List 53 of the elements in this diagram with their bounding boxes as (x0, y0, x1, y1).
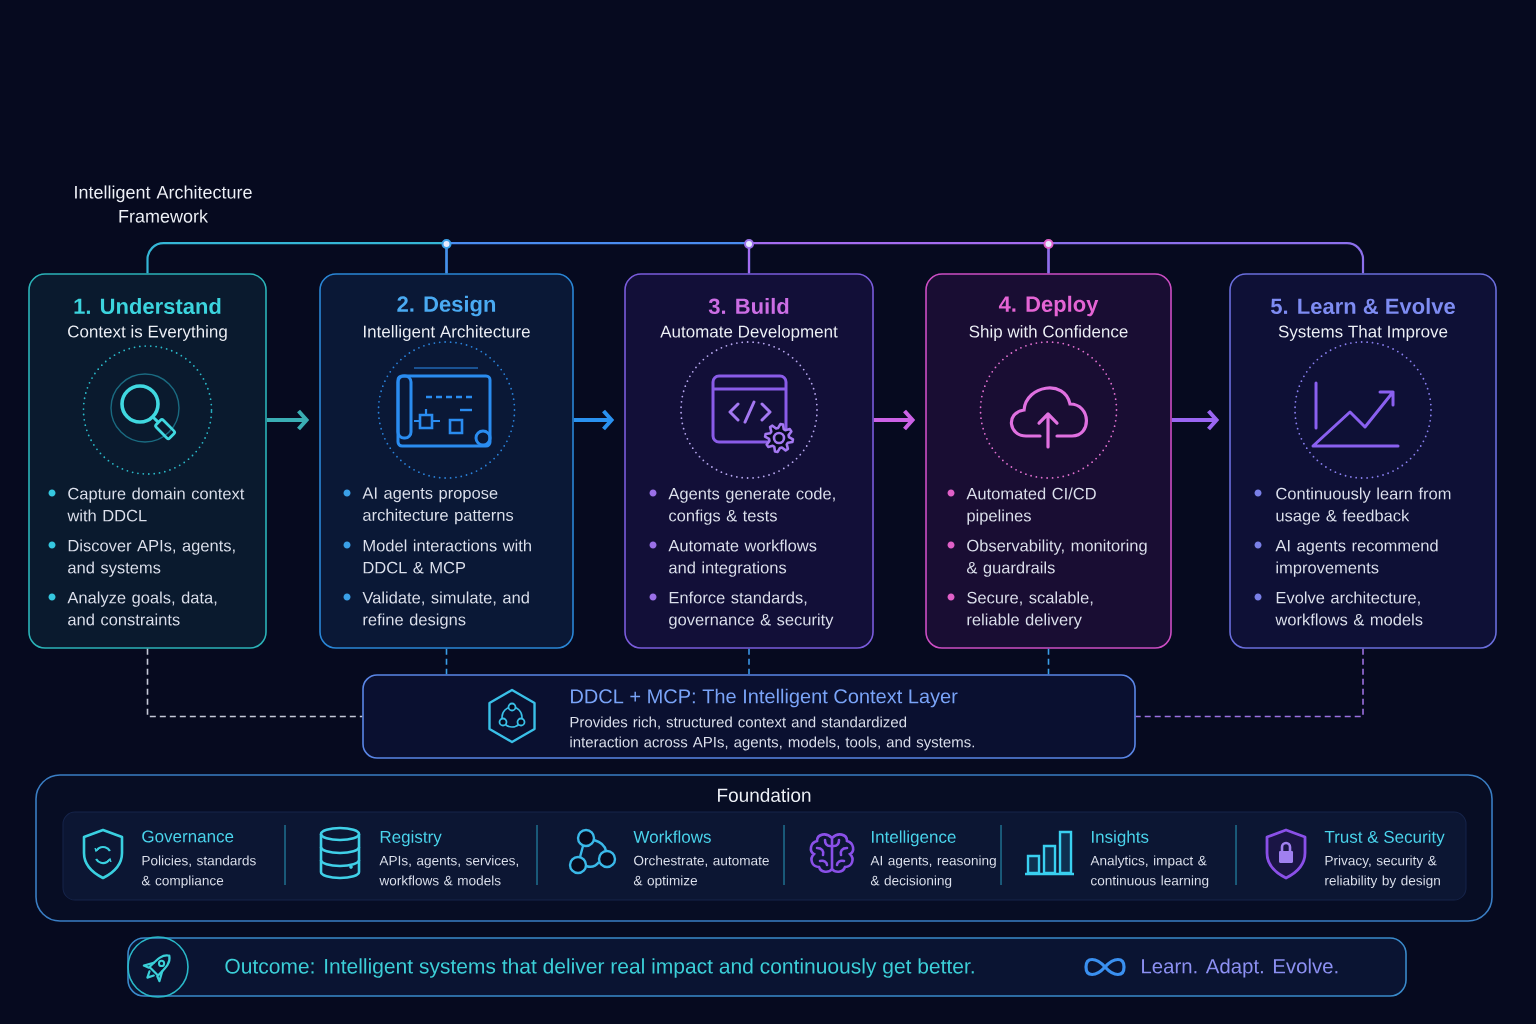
item-description: Privacy, security & reliability by design (1325, 855, 1440, 889)
step-subtitle: Context is Everything (68, 325, 227, 341)
bullet-text: Model interactions with DDCL & MCP (363, 539, 531, 574)
item-description: Analytics, impact & continuous learning (1090, 855, 1209, 889)
item-heading: Intelligence (872, 830, 956, 847)
bullet-text: Observability, monitoring & guardrails (967, 539, 1147, 577)
step-subtitle: Systems That Improve (1278, 325, 1448, 341)
bullet-text: Automated CI/CD pipelines (966, 487, 1096, 525)
item-description: Policies, standards & compliance (141, 855, 256, 889)
arrow (573, 409, 615, 431)
item-heading: Governance (142, 830, 234, 843)
bullet-text: Enforce standards, governance & security (669, 591, 834, 629)
step-title: 4. Deploy (998, 295, 1099, 317)
bullet-text: Capture domain context with DDCL (67, 487, 245, 522)
panel-heading: Foundation (718, 788, 811, 802)
dashed-line (1135, 648, 1364, 718)
motto-text: Learn. Adapt. Evolve. (1142, 958, 1338, 978)
item-heading: Insights (1092, 830, 1149, 847)
bullet-text: Evolve architecture, workflows & models (1275, 591, 1423, 626)
bullet-text: Agents generate code, configs & tests (668, 487, 835, 525)
bullet-text: Continuously learn from usage & feedback (1276, 487, 1451, 525)
bullet-text: Analyze goals, data, and constraints (67, 591, 217, 626)
dashed-line (146, 648, 363, 718)
bullet-text: Validate, simulate, and refine designs (362, 591, 529, 629)
item-description: APIs, agents, services, workflows & models (379, 855, 518, 886)
arrow (266, 409, 310, 431)
item-heading: Registry (380, 830, 442, 847)
layer-description: Provides rich, structured context and standardized interaction across APIs, agents, models, tools, and systems. (570, 716, 974, 751)
bullet-text: Secure, scalable, reliable delivery (967, 591, 1093, 629)
dashed-line (1047, 648, 1050, 675)
arrow (1171, 409, 1220, 431)
dashed-line (748, 648, 750, 675)
bullet-text: Automate workflows and integrations (668, 539, 817, 577)
title: Intelligent Architecture Framework (75, 185, 252, 223)
item-heading: Trust & Security (1324, 830, 1445, 847)
step-title: 5. Learn & Evolve (1271, 297, 1455, 315)
outcome-text: Outcome: Intelligent systems that deliver real impact and continuously get better. (225, 958, 974, 978)
connector-line (1047, 242, 1365, 274)
item-heading: Workflows (633, 830, 711, 843)
step-title: 3. Build (708, 297, 789, 315)
item-description: AI agents, reasoning & decisioning (870, 855, 996, 889)
step-subtitle: Ship with Confidence (969, 325, 1128, 341)
bullet-text: Discover APIs, agents, and systems (68, 539, 235, 577)
step-subtitle: Intelligent Architecture (364, 325, 530, 341)
step-title: 1. Understand (74, 297, 221, 315)
item-description: Orchestrate, automate & optimize (633, 855, 769, 889)
bullet-text: AI agents propose architecture patterns (362, 487, 514, 525)
step-subtitle: Automate Development (660, 325, 838, 341)
layer-title: DDCL + MCP: The Intelligent Context Layer (571, 688, 958, 708)
dashed-line (445, 648, 448, 675)
bullet-text: AI agents recommend improvements (1275, 539, 1438, 577)
arrow (873, 409, 916, 431)
step-title: 2. Design (397, 295, 496, 317)
